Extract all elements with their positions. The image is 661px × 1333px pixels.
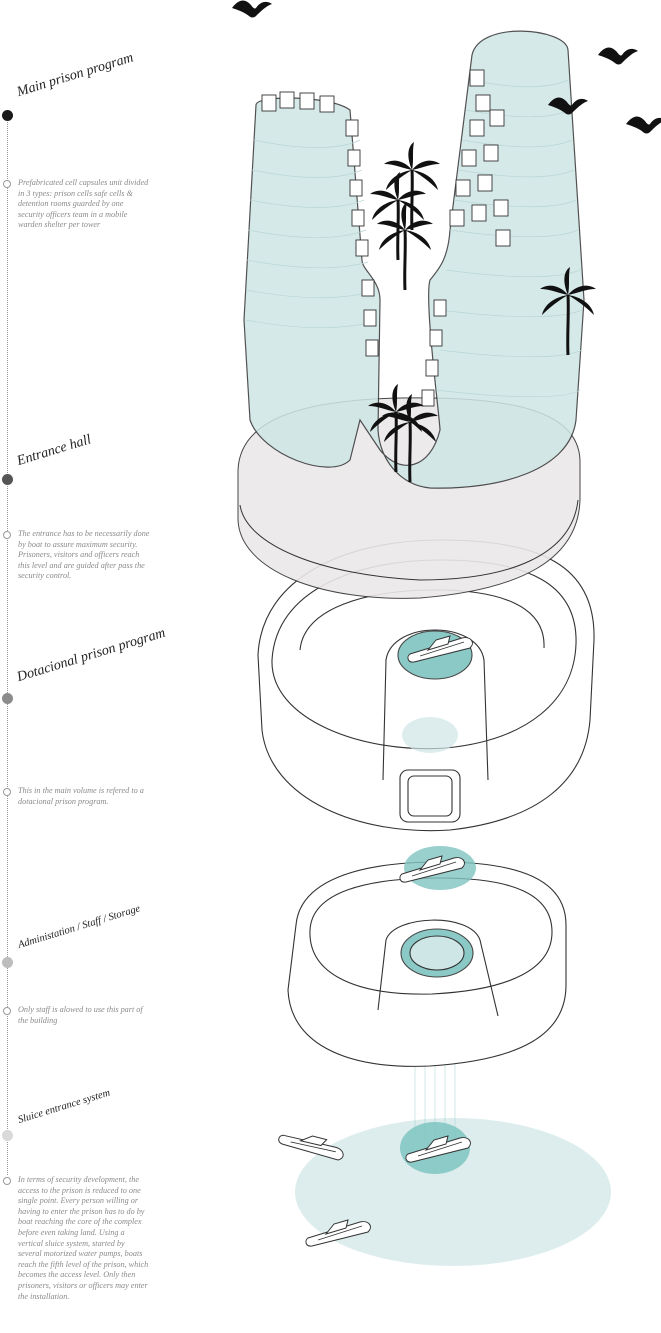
bird-icon bbox=[598, 47, 638, 65]
palm-tree-icon bbox=[382, 140, 442, 232]
administration-level bbox=[287, 861, 567, 1067]
section-marker-admin bbox=[2, 957, 13, 968]
desc-marker-admin bbox=[3, 1007, 11, 1015]
palm-tree-icon bbox=[368, 170, 428, 262]
bird-icon bbox=[232, 0, 272, 18]
section-desc-main: Prefabricated cell capsules unit divided… bbox=[18, 178, 149, 230]
section-desc-dotacional: This in the main volume is refered to a … bbox=[18, 786, 144, 806]
timeline-line bbox=[7, 115, 8, 1175]
section-marker-main bbox=[2, 110, 13, 121]
desc-marker-dotacional bbox=[3, 788, 11, 796]
desc-marker-sluice bbox=[3, 1177, 11, 1185]
desc-marker-main bbox=[3, 180, 11, 188]
cell-capsules bbox=[261, 69, 511, 407]
sluice-water-basin bbox=[295, 1118, 611, 1266]
desc-marker-entrance bbox=[3, 531, 11, 539]
section-desc-sluice: In terms of security development, the ac… bbox=[18, 1175, 149, 1301]
bird-icon bbox=[626, 116, 661, 134]
section-marker-dotacional bbox=[2, 693, 13, 704]
section-desc-admin: Only staff is alowed to use this part of… bbox=[18, 1005, 143, 1025]
section-marker-sluice bbox=[2, 1130, 13, 1141]
main-prison-towers bbox=[243, 30, 585, 489]
palm-tree-icon bbox=[375, 200, 435, 292]
section-desc-entrance: The entrance has to be necessarily done … bbox=[18, 529, 150, 581]
section-marker-entrance bbox=[2, 474, 13, 485]
